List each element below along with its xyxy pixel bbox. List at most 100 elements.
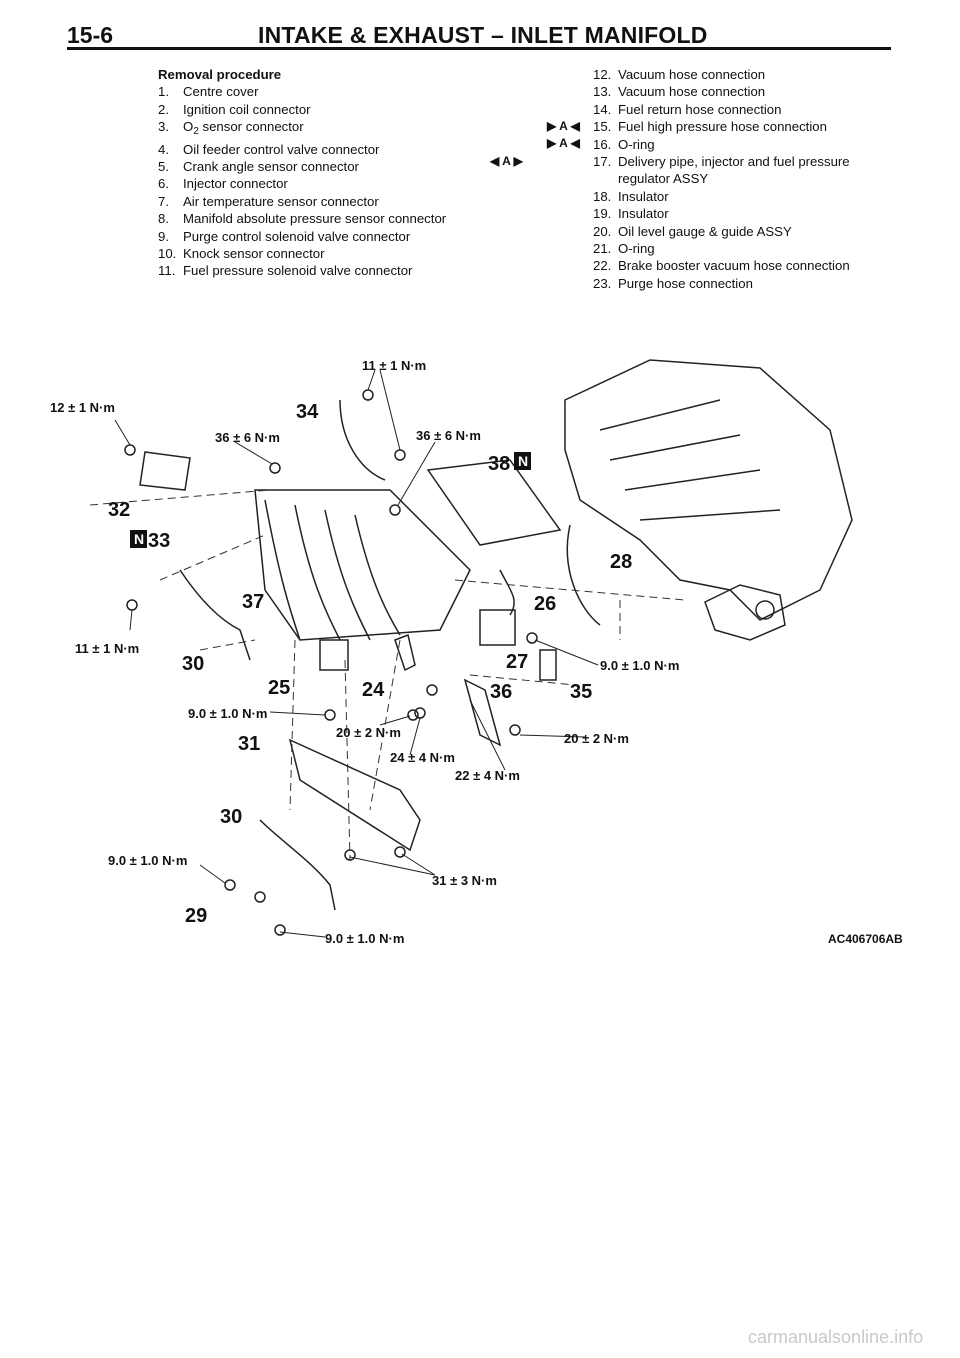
item-number: 9. — [158, 228, 169, 244]
list-item: 6.Injector connector — [158, 175, 458, 192]
assembly-line — [469, 674, 576, 686]
bolt — [394, 449, 406, 461]
item-number: 16. — [593, 136, 612, 152]
bolt — [362, 389, 374, 401]
bolt — [394, 846, 406, 858]
item-number: 15. — [593, 119, 612, 135]
sensor-27 — [479, 609, 516, 646]
new-part-badge — [514, 452, 531, 470]
torque-label: 11 ± 1 N·m — [362, 358, 426, 373]
item-number: 1. — [158, 84, 169, 100]
part-number: 33 — [148, 530, 170, 552]
item-text: Purge hose connection — [618, 275, 753, 291]
bolt — [124, 444, 136, 456]
bolt — [224, 879, 236, 891]
item-text: Oil feeder control valve connector — [183, 141, 380, 157]
harness-30-lower — [259, 819, 336, 911]
item-number: 3. — [158, 119, 169, 135]
list-item: 18.Insulator — [593, 188, 893, 205]
list-item: 12.Vacuum hose connection — [593, 66, 893, 83]
bolt — [126, 599, 138, 611]
bolt — [274, 924, 286, 936]
item-text-post: sensor connector — [198, 119, 304, 135]
sensor-35 — [539, 649, 557, 681]
part-number: 29 — [185, 905, 207, 927]
part-number: 25 — [268, 677, 290, 699]
bolt — [509, 724, 521, 736]
harness-30-upper — [179, 569, 251, 661]
list-item: 17.Delivery pipe, injector and fuel pres… — [593, 153, 893, 188]
marker-a-item-17: ◀ A ▶ — [490, 154, 523, 168]
item-number: 13. — [593, 84, 612, 100]
item-number: 17. — [593, 154, 612, 170]
list-item: 9. Purge control solenoid valve connector — [158, 228, 458, 245]
gasket-32 — [139, 451, 191, 491]
item-text: O2 sensor connector — [183, 118, 458, 140]
item-text: Knock sensor connector — [183, 246, 325, 262]
list-item: 15. Fuel high pressure hose connection — [593, 118, 893, 135]
new-part-badge-text: N — [518, 453, 528, 469]
torque-label: 36 ± 6 N·m — [416, 428, 481, 443]
page-number: 15-6 — [67, 22, 114, 48]
part-number: 36 — [490, 681, 512, 703]
part-number: 38 — [488, 453, 510, 475]
item-text: Air temperature sensor connector — [183, 193, 379, 209]
torque-label: 11 ± 1 N·m — [75, 641, 139, 656]
torque-label: 36 ± 6 N·m — [215, 430, 280, 445]
item-text: Centre cover — [183, 84, 259, 100]
list-item: 7. Air temperature sensor connector — [158, 193, 458, 210]
removal-procedure-list-right: 12.Vacuum hose connection 13.Vacuum hose… — [593, 66, 893, 292]
item-number: 19. — [593, 206, 612, 222]
bolt — [324, 709, 336, 721]
sensor-25 — [319, 639, 349, 671]
item-number: 2. — [158, 101, 169, 117]
manifold-plenum — [254, 489, 471, 641]
item-text: Fuel return hose connection — [618, 101, 782, 117]
item-number: 10. — [158, 246, 177, 262]
part-number: 27 — [506, 651, 528, 673]
item-number: 6. — [158, 176, 169, 192]
list-item: 19. Insulator — [593, 205, 893, 222]
item-text: Purge control solenoid valve connector — [183, 228, 411, 244]
hose-28 — [566, 524, 601, 626]
bolt — [414, 707, 426, 719]
part-number: 31 — [238, 733, 260, 755]
list-item: 13.Vacuum hose connection — [593, 83, 893, 100]
item-text: Insulator — [618, 206, 669, 222]
part-number: 26 — [534, 593, 556, 615]
item-text: Fuel high pressure hose connection — [618, 119, 827, 135]
item-number: 8. — [158, 211, 169, 227]
hose-34 — [339, 399, 386, 481]
bracket-31 — [288, 738, 421, 852]
inlet-manifold-exploded-diagram: 11 ± 1 N·m 12 ± 1 N·m 36 ± 6 N·m 36 ± 6 … — [50, 358, 903, 946]
item-text-pre: O — [183, 119, 194, 135]
manifold-runner-3 — [324, 509, 371, 641]
item-number: 21. — [593, 241, 612, 257]
torque-label: 9.0 ± 1.0 N·m — [325, 931, 404, 946]
torque-label: 24 ± 4 N·m — [390, 750, 455, 765]
item-text: Ignition coil connector — [183, 101, 311, 117]
item-text: O-ring — [618, 241, 655, 257]
bolt — [389, 504, 401, 516]
item-number: 7. — [158, 193, 169, 209]
list-item: 11.Fuel pressure solenoid valve connecto… — [158, 262, 458, 279]
part-number: 32 — [108, 499, 130, 521]
list-item: 4.Oil feeder control valve connector — [158, 141, 458, 158]
list-item: 22.Brake booster vacuum hose connection — [593, 257, 893, 274]
assembly-line — [159, 534, 266, 581]
list-item: 2. Ignition coil connector — [158, 101, 458, 118]
item-text: Manifold absolute pressure sensor connec… — [183, 211, 447, 227]
item-number: 14. — [593, 101, 612, 117]
figure-code: AC406706AB — [828, 932, 903, 946]
assembly-line — [89, 489, 271, 506]
engine-block-rib — [599, 399, 781, 521]
item-number: 23. — [593, 275, 612, 291]
assembly-line — [454, 579, 686, 601]
marker-a-item-16: ▶ A ◀ — [547, 136, 580, 150]
list-item: 10. Knock sensor connector — [158, 245, 458, 262]
removal-procedure-list-left: Removal procedure 1.Centre cover 2.Ignit… — [158, 66, 458, 280]
throttle-body-bore — [755, 600, 775, 620]
item-text: Insulator — [618, 188, 669, 204]
throttle-body-outline — [704, 584, 786, 641]
engine-block-outline — [564, 359, 853, 621]
